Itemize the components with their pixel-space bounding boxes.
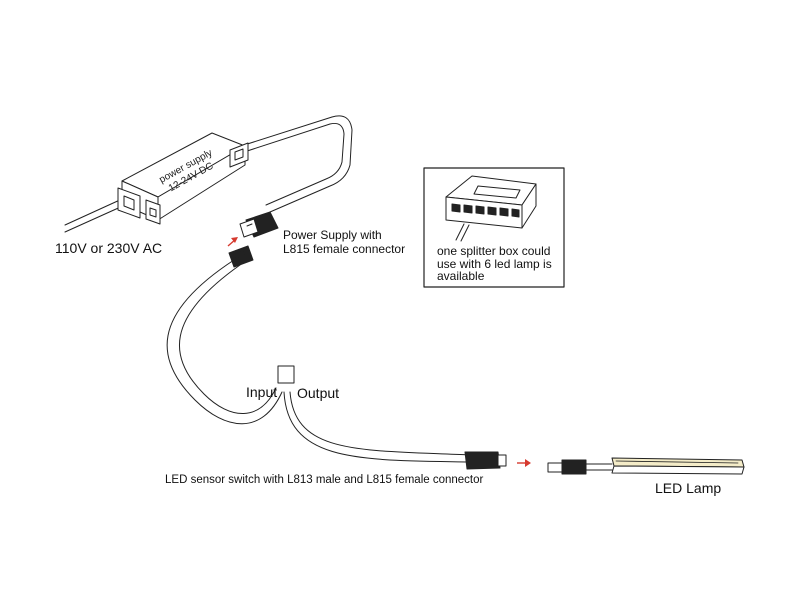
- splitter-caption-line2: use with 6 led lamp is: [437, 256, 552, 271]
- switch-female-connector: [464, 451, 507, 470]
- led-lamp-strip: [611, 457, 745, 475]
- splitter-inset-frame: [423, 167, 565, 288]
- input-label: Input: [246, 384, 278, 400]
- power-supply-label-line2: L815 female connector: [283, 241, 406, 256]
- dc-output-cable: [237, 115, 353, 213]
- switch-male-connector: [228, 245, 254, 268]
- switch-input-cable: [166, 259, 283, 425]
- splitter-caption-line1: one splitter box could: [437, 244, 551, 258]
- output-label: Output: [297, 385, 340, 401]
- power-supply-box: [117, 132, 249, 225]
- arrow-psu-to-switch: [227, 237, 238, 247]
- sensor-switch-body: [277, 365, 295, 384]
- splitter-caption-line3: available: [437, 269, 485, 284]
- sensor-switch-label: LED sensor switch with L813 male and L81…: [165, 474, 484, 486]
- arrow-switch-to-lamp: [517, 459, 531, 467]
- psu-female-connector: [239, 211, 279, 238]
- led-lamp-label: LED Lamp: [655, 480, 722, 496]
- power-supply-label-line1: Power Supply with: [283, 228, 382, 242]
- led-lamp-connector: [547, 459, 613, 475]
- splitter-box: [445, 175, 537, 242]
- power-supply-label: Power Supply with L815 female connector: [283, 228, 406, 257]
- mains-voltage-label: 110V or 230V AC: [55, 240, 163, 256]
- splitter-caption: one splitter box could use with 6 led la…: [437, 245, 552, 283]
- switch-output-cable: [283, 391, 471, 463]
- ac-mains-cable: [64, 198, 126, 233]
